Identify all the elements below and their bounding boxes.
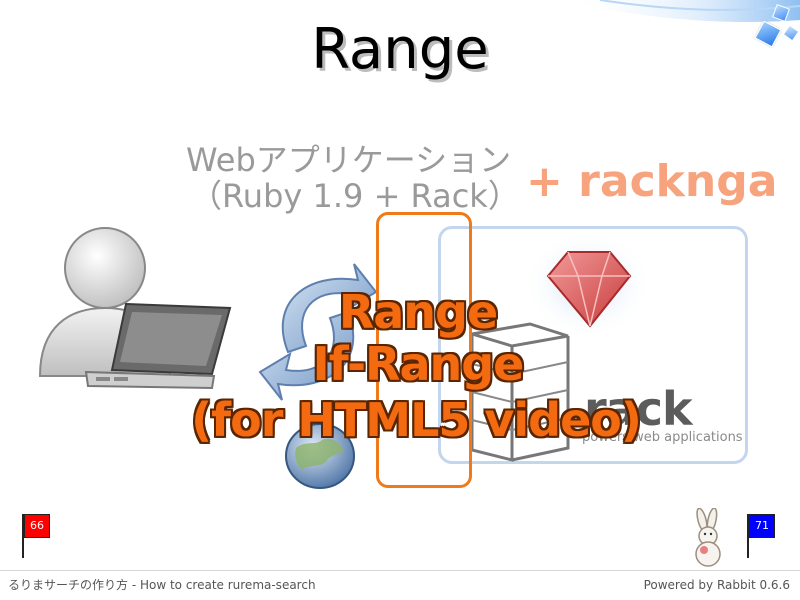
rack-tagline: powers web applications — [582, 430, 743, 445]
total-pages-flag: 71 — [749, 514, 775, 538]
footer-credit: Powered by Rabbit 0.6.6 — [643, 578, 790, 592]
progress-line — [0, 570, 800, 571]
webapp-subcaption: （Ruby 1.9 + Rack） — [190, 177, 520, 215]
server-rack-icon — [470, 322, 570, 462]
laptop-icon — [84, 302, 232, 390]
rack-logo: rack — [584, 382, 693, 436]
slide-title: Range — [311, 17, 489, 82]
footer-title: るりまサーチの作り方 - How to create rurema-search — [8, 578, 316, 592]
highlight-box — [376, 212, 472, 488]
overlay-text-if-range: If-Range — [312, 337, 525, 391]
racknga-label: + racknga — [526, 156, 778, 207]
webapp-caption: Webアプリケーション — [186, 141, 512, 179]
current-page-flag: 66 — [24, 514, 50, 538]
refresh-arrows-icon — [258, 263, 378, 401]
server-panel — [438, 226, 748, 464]
ruby-gem-icon — [530, 234, 646, 334]
overlay-text-html5-video: (for HTML5 video) — [191, 393, 642, 447]
overlay-text-range: Range — [338, 285, 498, 339]
rabbit-icon — [695, 508, 721, 567]
end-flag-pole — [747, 514, 749, 558]
start-flag-pole — [22, 514, 24, 558]
globe-icon — [285, 423, 355, 489]
